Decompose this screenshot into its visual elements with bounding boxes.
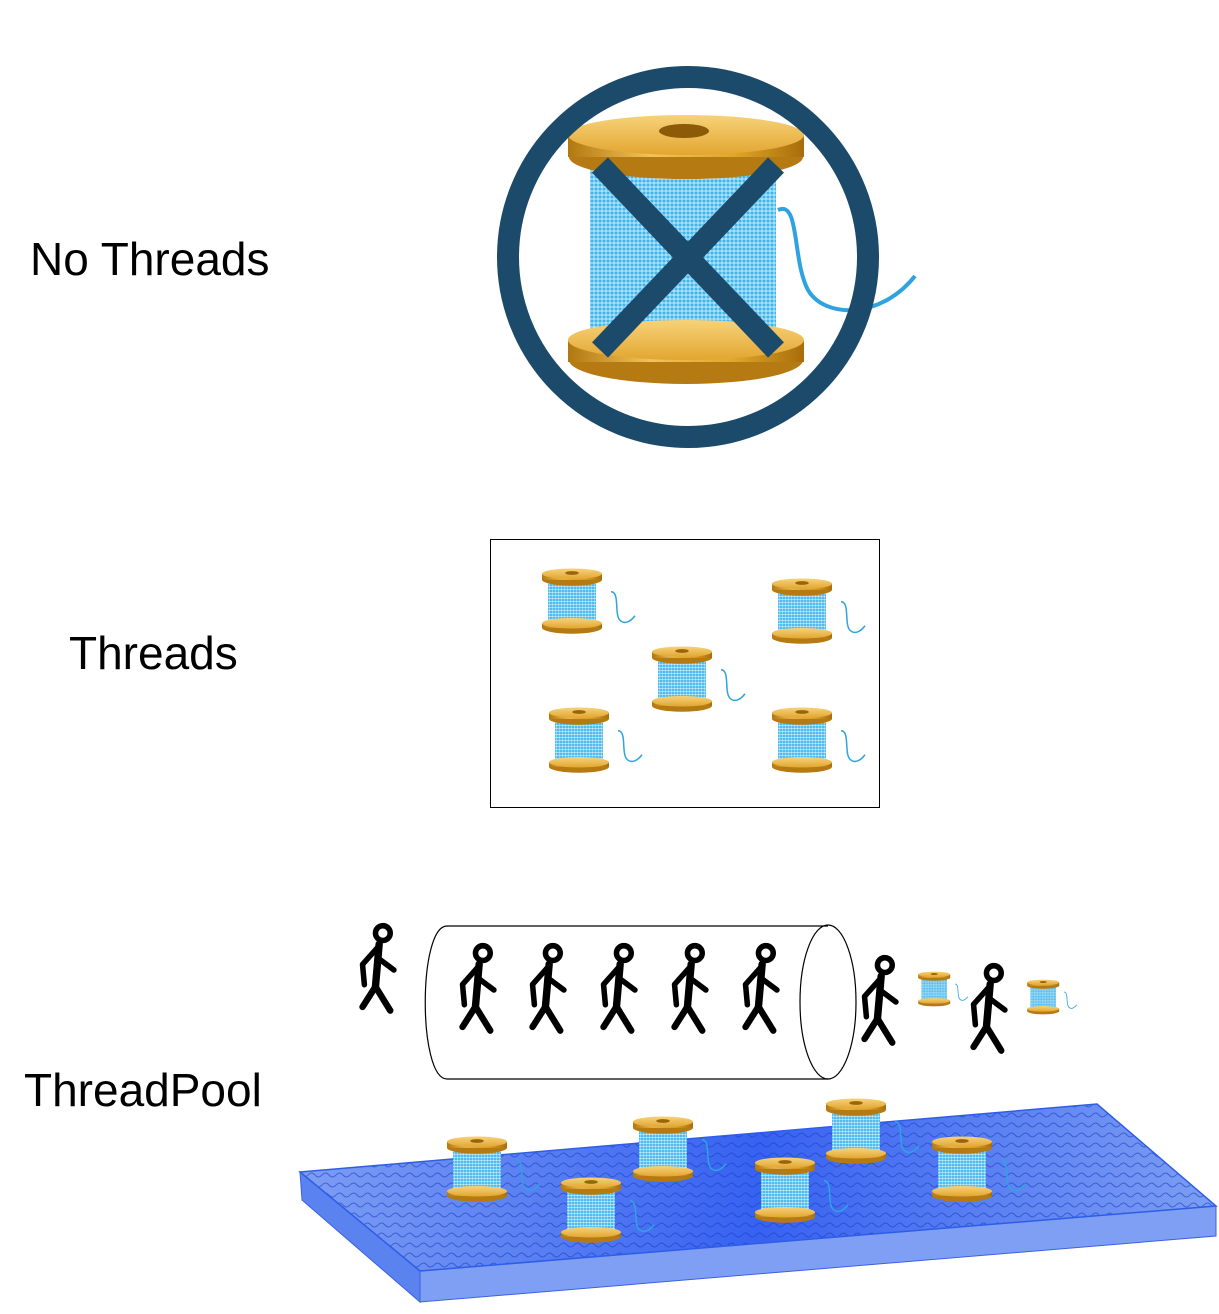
walker-icon xyxy=(363,926,394,1011)
walker-icon xyxy=(746,946,777,1031)
threads-label: Threads xyxy=(69,627,238,679)
walker-icon xyxy=(974,966,1005,1051)
no-spool-icon xyxy=(497,66,917,448)
queue-tube xyxy=(424,924,857,1080)
no-threads-label: No Threads xyxy=(30,233,270,285)
spool-icon xyxy=(917,971,969,1007)
walker-icon xyxy=(533,946,564,1031)
spool-icon xyxy=(1026,979,1078,1015)
walker-icon xyxy=(865,958,896,1043)
walker-icon xyxy=(675,946,706,1031)
threadpool-diagram xyxy=(298,924,1218,1304)
threads-box xyxy=(490,539,880,808)
walker-icon xyxy=(463,946,494,1031)
pool-slab xyxy=(298,1103,1218,1304)
threadpool-label: ThreadPool xyxy=(24,1064,262,1116)
walker-icon xyxy=(604,946,635,1031)
